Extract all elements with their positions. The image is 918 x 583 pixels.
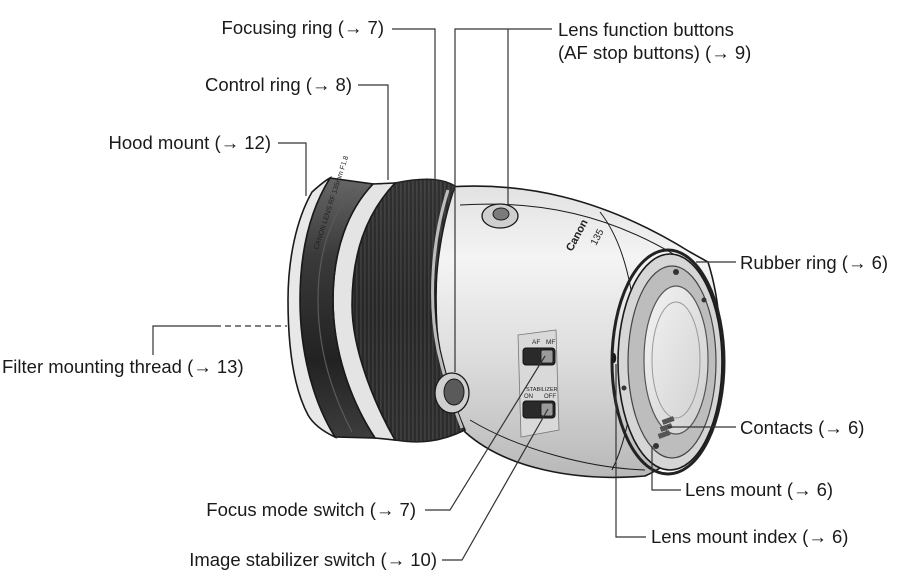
label-image-stabilizer-switch: Image stabilizer switch (→ 10) [189,549,437,570]
label-lens-mount: Lens mount (→ 6) [685,479,833,500]
label-control-ring: Control ring (→ 8) [205,74,352,95]
mf-marking: MF [546,339,555,346]
label-rubber-ring: Rubber ring (→ 6) [740,252,888,273]
focus-mode-switch[interactable] [522,347,556,366]
label-filter-thread: Filter mounting thread (→ 13) [2,356,244,377]
label-focus-mode-switch: Focus mode switch (→ 7) [206,499,416,520]
rubber-ring [610,248,726,476]
off-marking: OFF [544,394,556,400]
on-marking: ON [524,394,533,400]
hood-mount-ring [287,176,338,439]
contacts [657,416,675,439]
label-contacts: Contacts (→ 6) [740,417,864,438]
image-stabilizer-switch[interactable] [522,400,556,419]
leader-lines [152,28,736,561]
rear-glass [643,285,709,435]
lens-function-button-bottom[interactable] [434,372,470,414]
label-af-stop-buttons: (AF stop buttons) (→ 9) [558,42,751,63]
lens-function-button-top[interactable] [481,203,519,229]
stabilizer-marking: STABILIZER [526,387,558,393]
label-focusing-ring: Focusing ring (→ 7) [222,17,384,38]
label-lens-function-buttons: Lens function buttons [558,19,734,40]
label-lens-mount-index: Lens mount index (→ 6) [651,526,848,547]
lens-mount-index [611,353,617,363]
af-marking: AF [532,339,540,346]
label-hood-mount: Hood mount (→ 12) [109,132,271,153]
